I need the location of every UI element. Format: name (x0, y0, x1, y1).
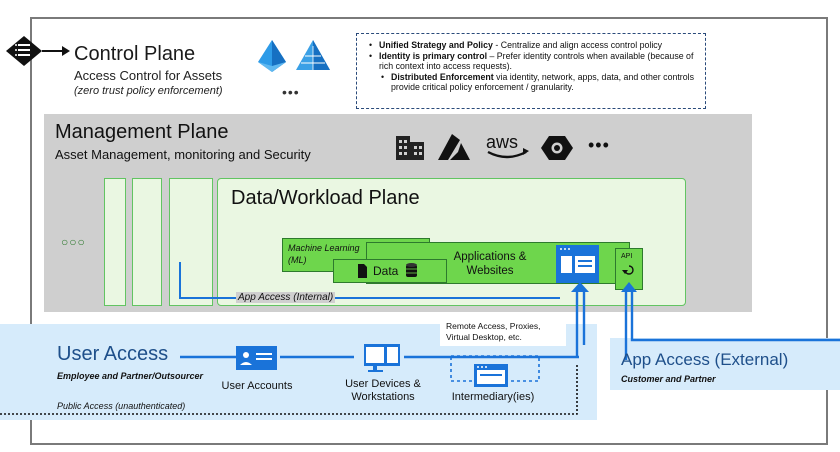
control-plane-list-icon (6, 36, 70, 66)
database-icon (406, 263, 417, 277)
bullet-item: Distributed Enforcement via identity, ne… (381, 72, 697, 93)
more-workloads-indicator: ○○○ (61, 235, 86, 249)
app-access-external-subtitle: Customer and Partner (621, 374, 716, 384)
app-access-external-title: App Access (External) (621, 350, 789, 369)
apps-label: Applications & Websites (453, 251, 527, 277)
control-plane-more: ••• (282, 84, 300, 100)
identity-pyramid-icon (296, 40, 330, 70)
user-accounts-label: User Accounts (221, 380, 293, 392)
app-access-external-band (610, 338, 840, 390)
principles-box: Unified Strategy and Policy - Centralize… (356, 33, 706, 109)
data-label: Data (373, 264, 399, 278)
control-plane-note: (zero trust policy enforcement) (74, 85, 223, 97)
aws-wordmark: aws (486, 132, 519, 152)
bullet-item: Identity is primary control – Prefer ide… (369, 51, 697, 72)
workload-column (104, 178, 126, 306)
data-workload-plane-title: Data/Workload Plane (231, 187, 420, 209)
management-plane-subtitle: Asset Management, monitoring and Securit… (55, 147, 311, 162)
control-plane-title: Control Plane (74, 43, 196, 65)
user-devices-label: User Devices & Workstations (345, 378, 421, 403)
user-access-title: User Access (57, 343, 169, 365)
management-plane-more: ••• (588, 135, 610, 155)
gcp-icon (541, 136, 573, 160)
intermediary-window-icon (474, 364, 508, 387)
workload-column (169, 178, 213, 306)
website-icon-detail (560, 248, 595, 273)
user-card-icon (236, 346, 277, 370)
user-access-subtitle: Employee and Partner/Outsourcer (57, 371, 204, 381)
azure-icon (438, 134, 470, 160)
document-icon (358, 264, 367, 278)
intermediary-label: Intermediary(ies) (451, 391, 535, 403)
workload-column (132, 178, 162, 306)
public-access-label: Public Access (unauthenticated) (57, 401, 186, 411)
api-return-icon (622, 265, 634, 275)
data-box (333, 259, 447, 283)
aws-icon (487, 148, 529, 159)
management-plane-title: Management Plane (55, 121, 229, 143)
control-plane-subtitle: Access Control for Assets (74, 68, 223, 83)
devices-icon (364, 344, 400, 372)
remote-access-note: Remote Access, Proxies, Virtual Desktop,… (440, 318, 566, 346)
building-icon (396, 136, 424, 160)
bullet-item: Unified Strategy and Policy - Centralize… (369, 40, 697, 51)
app-access-internal-label: App Access (Internal) (236, 292, 336, 303)
azure-ad-icon (258, 40, 286, 72)
api-label: API (621, 253, 633, 260)
ml-label: Machine Learning (ML) (288, 243, 360, 265)
